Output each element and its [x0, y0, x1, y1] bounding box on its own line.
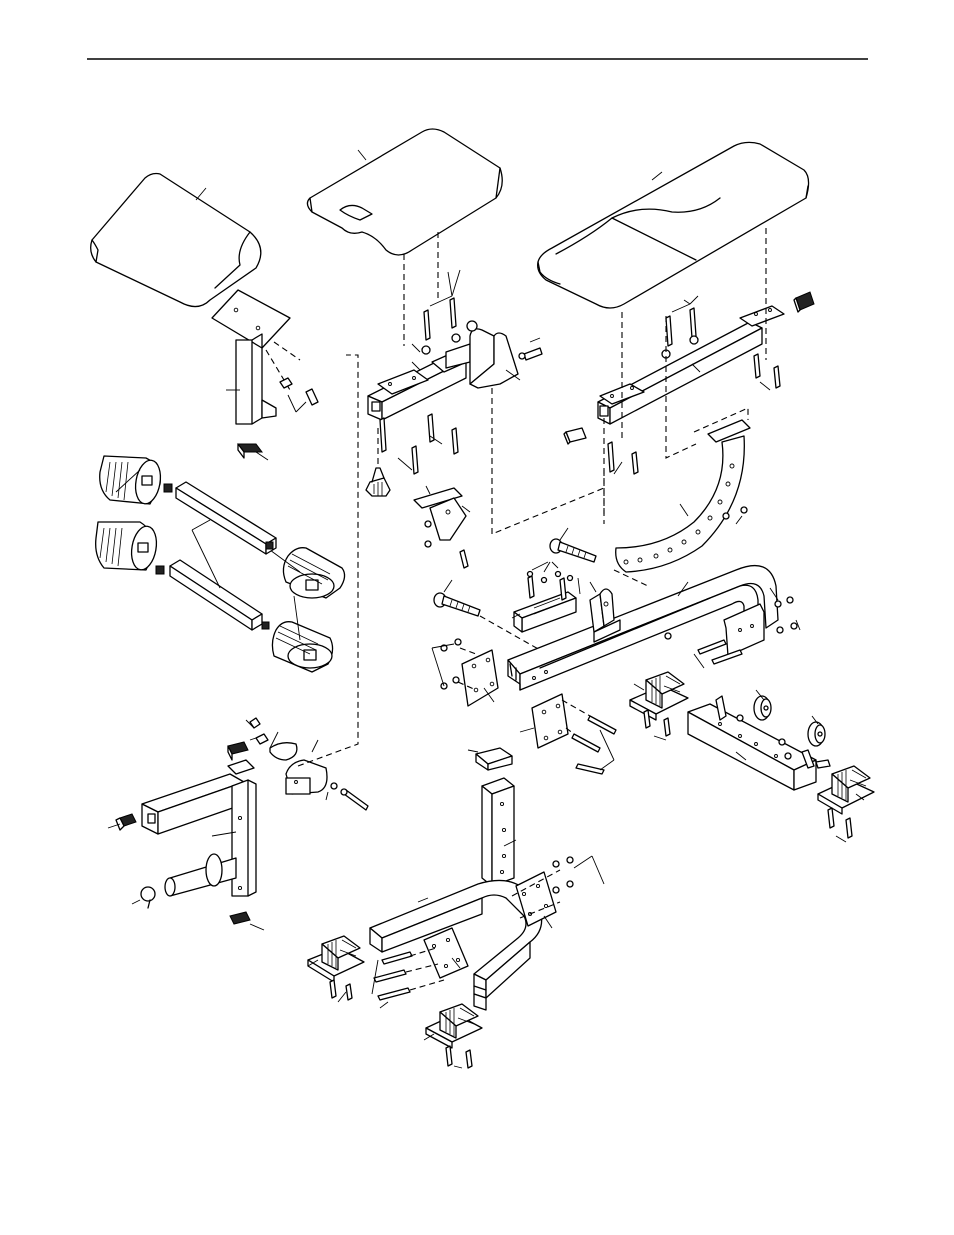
foot-front-right: [424, 1004, 482, 1068]
front-plate-right: [520, 694, 616, 774]
rear-stabilizer: [688, 704, 816, 790]
long-seat-pad: [538, 142, 809, 308]
foot-rear-left: [630, 672, 688, 740]
seat-frame-short: [368, 344, 480, 420]
seat-bracket: [414, 486, 470, 568]
pop-pin-knob: [366, 468, 390, 496]
upright-cap: [468, 748, 512, 770]
seat-adjust-bracket: [512, 562, 576, 632]
bolt-cam: [326, 783, 368, 810]
foam-roller-top-left: [100, 456, 164, 506]
guide-arc-to-frame: [614, 570, 648, 586]
upright: [482, 778, 516, 886]
bolts-arm-pad: [280, 378, 318, 412]
cam-bracket: [246, 718, 327, 794]
foam-roller-bottom-right: [272, 596, 332, 672]
guide-clevis: [492, 388, 604, 534]
arm-curl-pad: [91, 174, 261, 307]
spring-pins: [434, 528, 596, 650]
foot-rear-right: [818, 766, 874, 842]
arc-bracket: [616, 420, 750, 572]
foam-roller-bottom-left: [96, 522, 160, 572]
short-seat-pad: [307, 129, 502, 255]
foot-front-left: [308, 936, 364, 1002]
front-plate-left: [432, 639, 498, 706]
roller-tube-upper: [176, 482, 276, 554]
wheel-left: [716, 690, 771, 721]
end-cap-upright: [238, 444, 268, 460]
seat-bracket-clevis: [470, 329, 520, 388]
leg-lever: [142, 760, 256, 896]
foam-roller-top-right: [270, 548, 345, 598]
arm-curl-bracket: [212, 290, 300, 424]
